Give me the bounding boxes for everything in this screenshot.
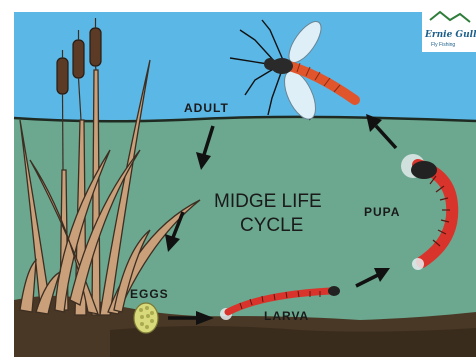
egg-mass-icon [134,303,158,333]
adult-label: ADULT [184,101,229,115]
larva-label: LARVA [264,309,309,323]
diagram-title-line2: CYCLE [240,215,303,236]
eggs-label: EGGS [130,287,169,301]
pupa-label: PUPA [364,205,400,219]
logo-subtitle: Fly Fishing [431,42,455,48]
logo-name: Ernie Gulley [424,30,476,40]
logo: Ernie Gulley Fly Fishing [422,12,476,52]
diagram-title-line1: MIDGE LIFE [214,191,322,212]
